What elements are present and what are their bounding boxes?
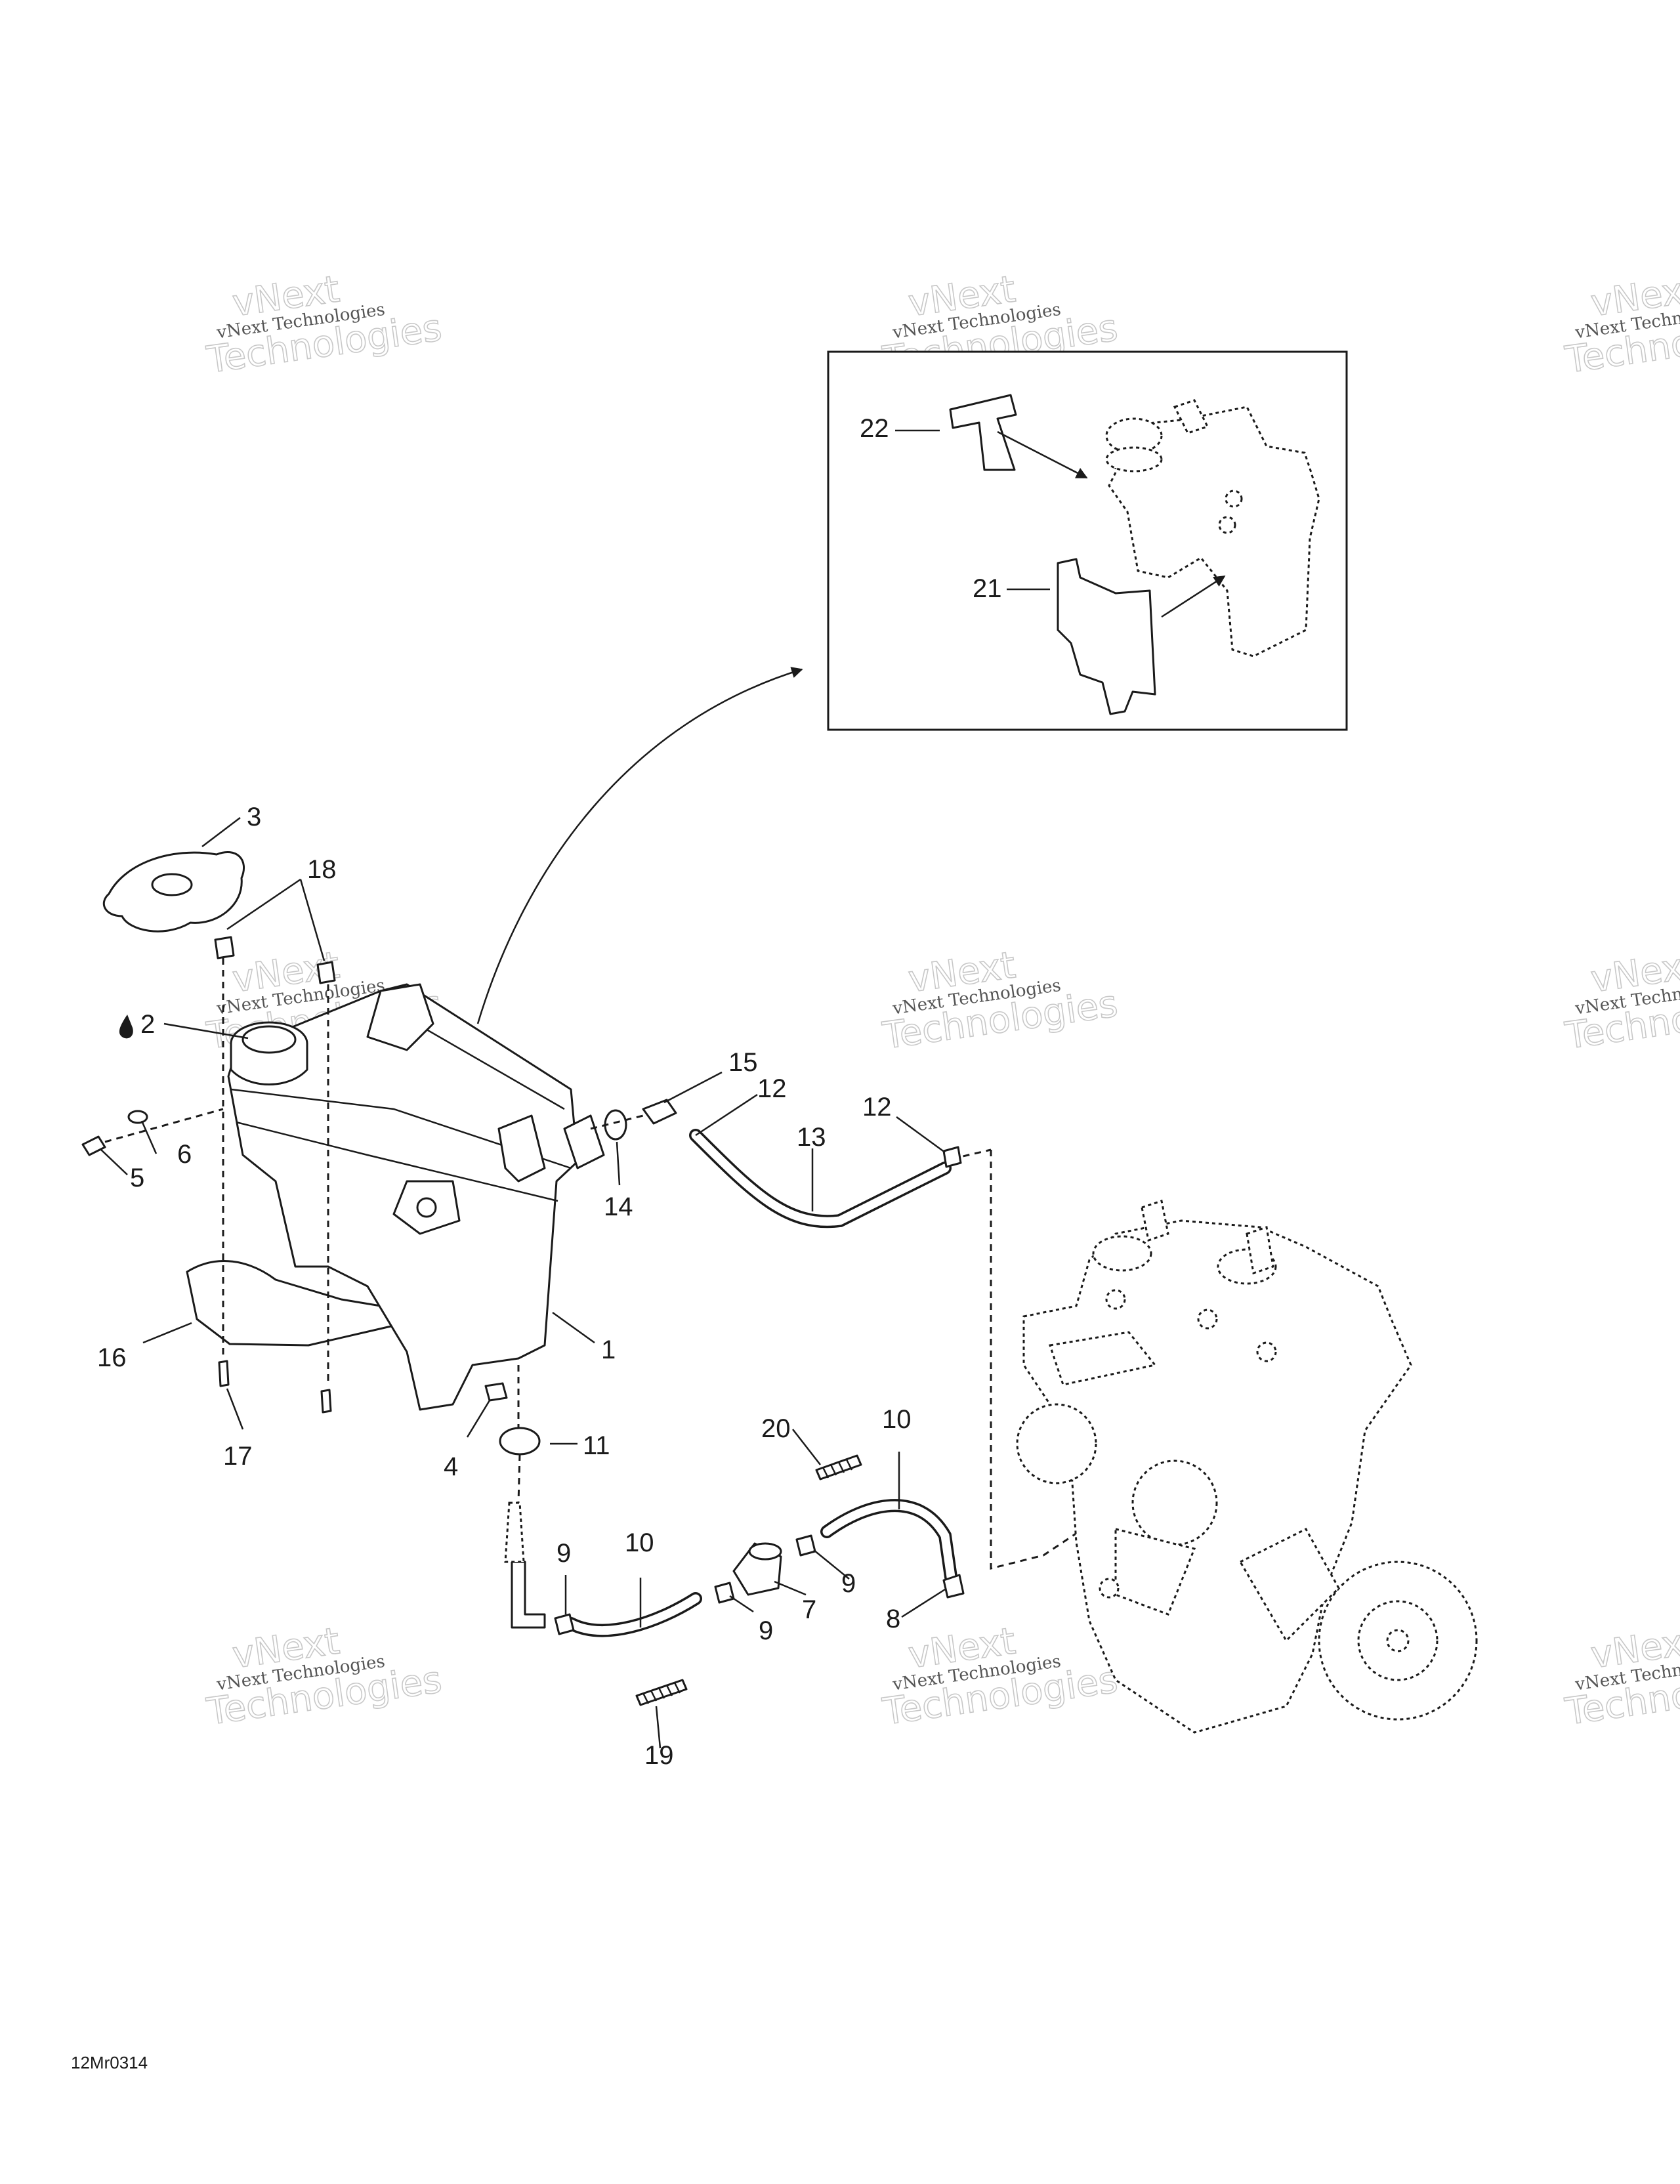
oil-tank-assembly	[81, 850, 677, 1503]
watermark: vNext vNext Technologies Technologies	[879, 268, 1121, 383]
oil-outlet-tube	[504, 1502, 525, 1563]
fitting-15	[642, 1099, 677, 1125]
callout-22: 22	[860, 414, 889, 443]
clamp-9b	[714, 1582, 735, 1604]
decal-22	[949, 394, 1017, 471]
callout-10b: 10	[882, 1405, 912, 1434]
callout-20: 20	[761, 1414, 791, 1443]
spring-19	[635, 1679, 688, 1706]
oil-drop-icon	[119, 1015, 133, 1039]
callout-17: 17	[223, 1442, 253, 1471]
washer-6	[127, 1110, 148, 1124]
nut-4	[484, 1382, 508, 1402]
callout-11: 11	[583, 1431, 610, 1460]
callout-3: 3	[247, 803, 261, 831]
watermark: vNext vNext Technologies Technologies	[879, 944, 1121, 1059]
detail-arrow	[476, 667, 803, 1024]
callout-16: 16	[97, 1343, 127, 1372]
drawing-code: 12Mr0314	[71, 2053, 148, 2072]
screw-17b	[320, 1389, 332, 1414]
tank-lug	[497, 1114, 546, 1183]
inset-tank	[1105, 399, 1320, 658]
watermark: vNext vNext Technologies Technologies	[879, 1620, 1121, 1734]
callout-13: 13	[797, 1123, 826, 1152]
callout-15: 15	[728, 1048, 758, 1077]
callout-9b: 9	[759, 1616, 773, 1645]
watermark: vNext vNext Technologies Technologies	[203, 1620, 445, 1734]
leader-lines	[100, 817, 946, 1749]
hose-10a	[564, 1592, 702, 1637]
hose-13	[689, 1129, 952, 1228]
callout-10a: 10	[625, 1528, 654, 1557]
callout-5: 5	[130, 1164, 144, 1192]
grommet-18b	[316, 961, 336, 984]
callout-14: 14	[604, 1192, 633, 1221]
detail-inset: 22 21	[827, 350, 1348, 731]
callout-18: 18	[307, 855, 337, 884]
screw-17a	[218, 1360, 230, 1387]
watermark: vNext vNext Technologies Technologies	[1562, 944, 1680, 1059]
callout-12b: 12	[862, 1093, 892, 1122]
grommet-18a	[214, 936, 235, 959]
callout-9a: 9	[556, 1539, 571, 1568]
callout-2: 2	[140, 1010, 155, 1039]
connector-12	[942, 1146, 962, 1168]
clamp-9a	[554, 1613, 575, 1635]
callout-21: 21	[973, 574, 1002, 603]
tank-bracket	[366, 983, 434, 1051]
watermark: vNext vNext Technologies Technologies	[203, 268, 445, 383]
callout-4: 4	[444, 1452, 458, 1481]
t-fitting	[511, 1561, 546, 1629]
spring-20	[815, 1454, 862, 1480]
callout-7: 7	[802, 1595, 816, 1624]
watermark: vNext vNext Technologies Technologies	[1562, 268, 1680, 383]
engine	[1016, 1200, 1478, 1734]
callouts: 3 18 2 6 5 16 17 4 1 11 14 15 12 13 12 9…	[97, 803, 912, 1770]
callout-6: 6	[177, 1140, 192, 1169]
heat-shield-16	[186, 1260, 395, 1347]
screw-5	[81, 1135, 106, 1156]
callout-8: 8	[886, 1605, 900, 1633]
grommet-11	[499, 1427, 541, 1456]
hose-10b	[820, 1499, 958, 1588]
callout-9c: 9	[841, 1569, 856, 1598]
callout-12a: 12	[757, 1074, 787, 1103]
decal-21	[1057, 558, 1156, 715]
clamp-9c	[795, 1534, 816, 1557]
filter-7	[732, 1542, 782, 1596]
connector-8	[942, 1574, 965, 1599]
callout-19: 19	[644, 1741, 674, 1770]
callout-1: 1	[601, 1335, 616, 1364]
watermark: vNext vNext Technologies Technologies	[1562, 1620, 1680, 1734]
